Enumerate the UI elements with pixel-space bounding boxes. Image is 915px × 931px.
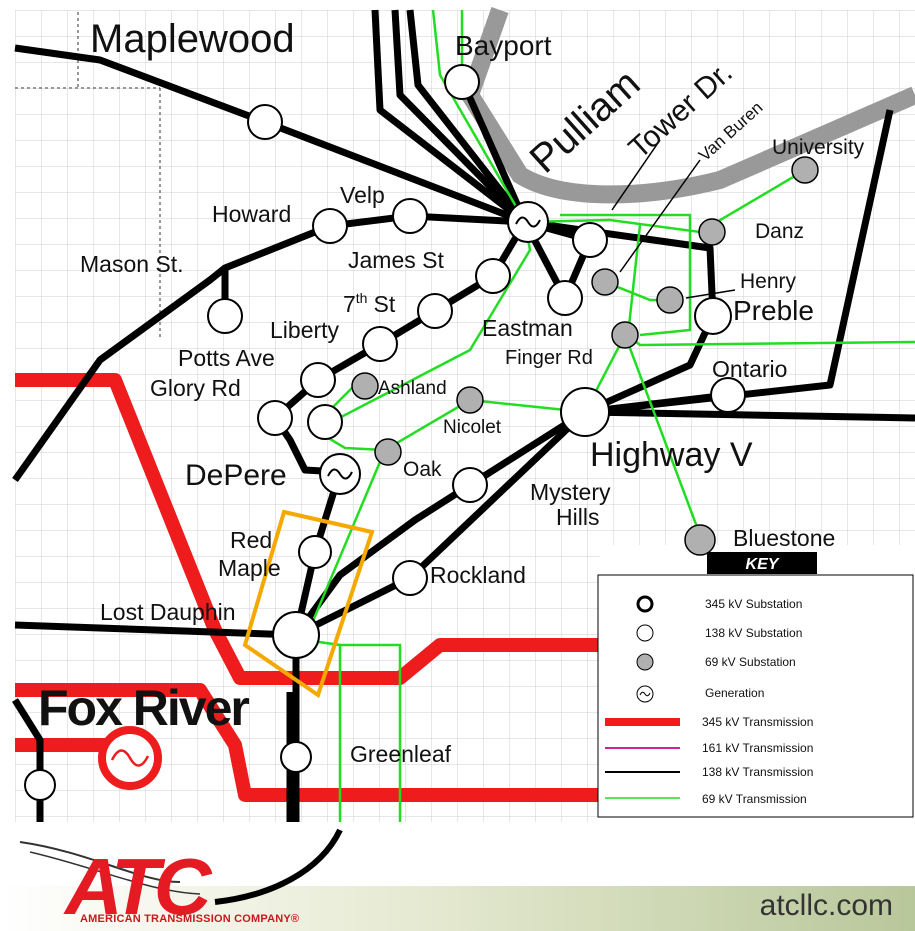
lost-dauphin-label: Lost Dauphin <box>100 599 236 625</box>
greenleaf-label: Greenleaf <box>350 741 452 767</box>
maplewood-label: Maplewood <box>90 17 295 61</box>
substation-potts-ave <box>300 362 336 398</box>
depere-label: DePere <box>185 459 287 492</box>
substations-138kv <box>24 64 746 801</box>
company-name: AMERICAN TRANSMISSION COMPANY® <box>80 913 300 925</box>
substation-finger-rd <box>611 321 639 349</box>
finger-rd-label: Finger Rd <box>505 347 593 369</box>
substation-danz <box>698 218 726 246</box>
oak-label: Oak <box>403 458 442 481</box>
substation-nicolet <box>456 386 484 414</box>
seventh-st-suffix: St <box>373 291 395 317</box>
substations-69kv <box>351 156 819 556</box>
substation-bluestone <box>684 524 716 556</box>
substation-red-maple <box>298 535 332 569</box>
substation-eastman <box>547 280 583 316</box>
ashland-label: Ashland <box>378 378 447 399</box>
velp-label: Velp <box>340 182 385 208</box>
liberty-label: Liberty <box>270 317 340 343</box>
mystery-hills-label-2: Hills <box>556 504 599 530</box>
substation-ashland <box>351 372 379 400</box>
substation-henry <box>656 286 684 314</box>
ontario-label: Ontario <box>712 356 787 382</box>
seventh-st-superscript: th <box>356 290 368 306</box>
highlight-box <box>242 509 375 699</box>
legend-69-substation-icon <box>636 653 654 671</box>
map-legend: KEY 345 kV Substation 138 kV Substation … <box>597 552 914 818</box>
legend-138-substation-label: 138 kV Substation <box>705 626 802 640</box>
legend-138-line-label: 138 kV Transmission <box>702 765 813 779</box>
substation-glory-rd <box>257 400 293 436</box>
fox-river-label: Fox River <box>38 680 249 736</box>
legend-345-substation-icon <box>636 595 654 613</box>
footer-bar: ATC AMERICAN TRANSMISSION COMPANY® atcll… <box>0 822 915 931</box>
generation-pulliam <box>507 201 549 243</box>
mason-st-label: Mason St. <box>80 251 184 277</box>
seventh-st-label: 7th St <box>343 290 396 317</box>
atc-logo: ATC <box>0 822 915 931</box>
transmission-map: Maplewood Bayport Pulliam Tower Dr. Van … <box>12 7 915 822</box>
substation-maplewood <box>247 104 283 140</box>
eastman-label: Eastman <box>482 315 573 341</box>
generation-fox-river <box>98 726 162 790</box>
mystery-hills-label-1: Mystery <box>530 479 611 505</box>
preble-label: Preble <box>733 295 814 326</box>
substation-oak <box>374 438 402 466</box>
substation-van-buren <box>591 268 619 296</box>
nicolet-label: Nicolet <box>443 417 502 438</box>
substation-bayport <box>444 64 480 100</box>
legend-345-substation-label: 345 kV Substation <box>705 597 802 611</box>
substation-mystery-hills <box>452 467 488 503</box>
legend-generation-label: Generation <box>705 686 764 700</box>
substation-preble <box>694 297 732 335</box>
website-url: atcllc.com <box>759 889 893 922</box>
substation-howard <box>312 208 348 244</box>
legend-generation-icon <box>636 685 654 703</box>
legend-69-line-label: 69 kV Transmission <box>702 792 807 806</box>
danz-label: Danz <box>755 220 804 243</box>
red-maple-label-2: Maple <box>218 555 281 581</box>
pulliam-road <box>460 7 915 204</box>
legend-69-substation-label: 69 kV Substation <box>705 655 796 669</box>
seventh-st-number: 7 <box>343 291 356 317</box>
legend-138-substation-icon <box>636 624 654 642</box>
substation-james-st <box>475 258 511 294</box>
substation-rockland <box>392 560 428 596</box>
substation-mason-st <box>207 298 243 334</box>
rockland-label: Rockland <box>430 562 526 588</box>
james-st-label: James St <box>348 247 444 273</box>
substation-lost-dauphin <box>272 611 320 659</box>
bluestone-label: Bluestone <box>733 525 835 551</box>
substation-highway-v <box>560 387 610 437</box>
legend-161-line-label: 161 kV Transmission <box>702 741 813 755</box>
highway-v-label: Highway V <box>590 436 753 474</box>
howard-label: Howard <box>212 201 291 227</box>
substation-university <box>791 156 819 184</box>
glory-rd-label: Glory Rd <box>150 375 241 401</box>
substation-velp <box>392 198 428 234</box>
university-label: University <box>772 136 865 159</box>
atc-logo-text: ATC <box>63 842 213 931</box>
substation-north <box>572 222 608 258</box>
substation-glory-rd-2 <box>307 404 343 440</box>
substation-kaukauna <box>24 769 56 801</box>
pointer-arrows <box>611 139 736 299</box>
county-boundary <box>15 12 161 340</box>
red-maple-label-1: Red <box>230 527 272 553</box>
legend-title: KEY <box>746 556 780 573</box>
substation-greenleaf <box>280 741 312 773</box>
generation-depere <box>319 453 361 495</box>
henry-label: Henry <box>740 270 797 293</box>
bayport-label: Bayport <box>455 30 552 61</box>
substation-7th-st <box>417 293 453 329</box>
potts-ave-label: Potts Ave <box>178 345 275 371</box>
substation-liberty <box>362 326 398 362</box>
legend-345-line-label: 345 kV Transmission <box>702 715 813 729</box>
substation-ontario <box>710 377 746 413</box>
